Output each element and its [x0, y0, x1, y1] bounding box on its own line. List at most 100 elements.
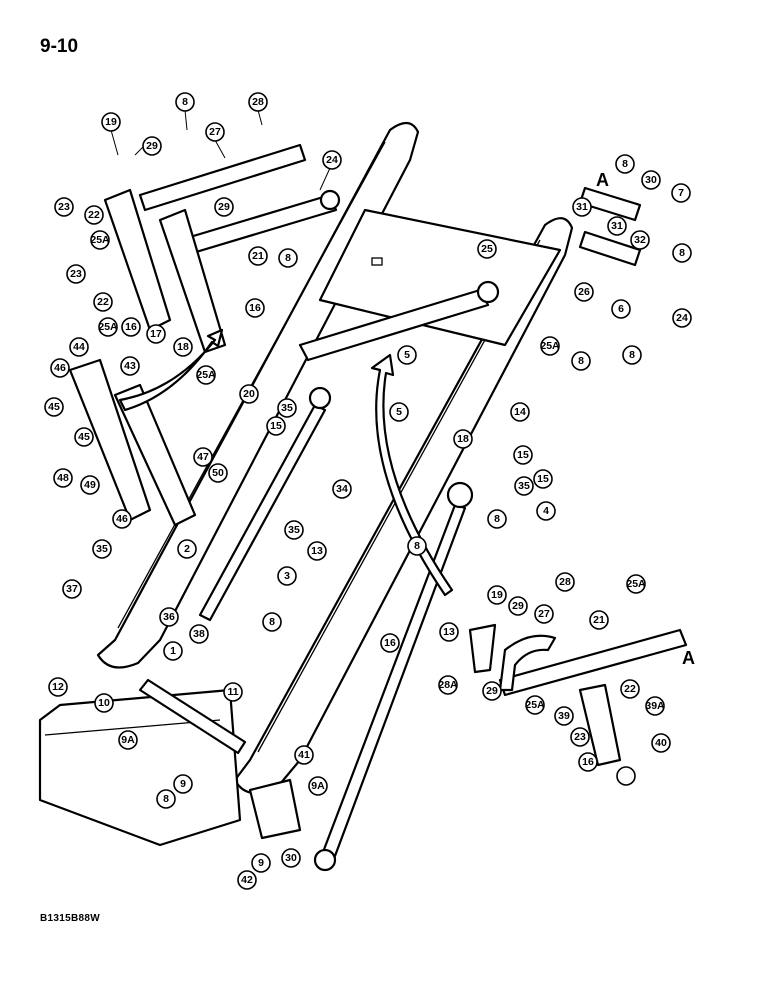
view-arrow-left [118, 328, 224, 412]
svg-text:32: 32 [634, 234, 646, 246]
svg-text:39A: 39A [645, 700, 665, 712]
callout-letter-a-upper: A [596, 170, 609, 190]
pin-10 [138, 678, 247, 755]
part-callout: 30 [281, 848, 301, 868]
part-callout: 35 [277, 398, 297, 418]
part-callout: 36 [159, 607, 179, 627]
part-callout: 18 [173, 337, 193, 357]
shield-28a [498, 634, 557, 692]
svg-text:24: 24 [326, 154, 338, 166]
part-callout: 25A [525, 695, 545, 715]
part-callout: 37 [62, 579, 82, 599]
part-callout: 17 [146, 324, 166, 344]
svg-text:8: 8 [578, 355, 584, 367]
part-callout: 29 [508, 596, 528, 616]
svg-text:43: 43 [124, 360, 136, 372]
part-callout: 8 [278, 248, 298, 268]
svg-text:21: 21 [593, 614, 605, 626]
svg-text:15: 15 [537, 473, 549, 485]
part-callout: 16 [121, 317, 141, 337]
svg-text:45: 45 [78, 431, 90, 443]
svg-text:25A: 25A [90, 234, 110, 246]
part-callout: 24 [672, 308, 692, 328]
part-callout: 8 [571, 351, 591, 371]
bucket-base [38, 688, 242, 847]
part-callout: 40 [651, 733, 671, 753]
part-callout: 12 [48, 677, 68, 697]
svg-text:15: 15 [517, 449, 529, 461]
part-callout: 46 [50, 358, 70, 378]
svg-text:26: 26 [578, 286, 590, 298]
svg-text:9: 9 [258, 857, 264, 869]
svg-text:29: 29 [146, 140, 158, 152]
svg-text:49: 49 [84, 479, 96, 491]
part-callout: 31 [607, 216, 627, 236]
part-callout: 21 [589, 610, 609, 630]
part-callout: 25A [196, 365, 216, 385]
svg-text:8: 8 [414, 540, 420, 552]
svg-text:23: 23 [58, 201, 70, 213]
part-callout: 16 [380, 633, 400, 653]
part-callout: 24 [319, 150, 342, 191]
part-callout: 3 [277, 566, 297, 586]
part-callout: 7 [671, 183, 691, 203]
svg-text:14: 14 [514, 406, 526, 418]
svg-text:36: 36 [163, 611, 175, 623]
part-callout: 11 [223, 682, 243, 702]
part-callout: 2 [177, 539, 197, 559]
part-callout: 25A [98, 317, 118, 337]
svg-text:8: 8 [679, 247, 685, 259]
part-callout: 23 [570, 727, 590, 747]
part-callout: 39 [554, 706, 574, 726]
svg-text:18: 18 [457, 433, 469, 445]
svg-text:2: 2 [184, 543, 190, 555]
svg-text:27: 27 [209, 126, 221, 138]
part-callout: 18 [453, 429, 473, 449]
svg-text:29: 29 [512, 600, 524, 612]
part-callout: 16 [578, 752, 598, 772]
svg-text:41: 41 [298, 749, 310, 761]
svg-text:35: 35 [518, 480, 530, 492]
svg-text:19: 19 [491, 589, 503, 601]
cylinder-13-left [198, 386, 332, 622]
svg-text:45: 45 [48, 401, 60, 413]
svg-text:50: 50 [212, 467, 224, 479]
svg-text:16: 16 [384, 637, 396, 649]
part-callout: 35 [284, 520, 304, 540]
svg-text:6: 6 [618, 303, 624, 315]
svg-text:25: 25 [481, 243, 493, 255]
svg-text:48: 48 [57, 472, 69, 484]
part-callout: 15 [266, 416, 286, 436]
part-callout: 29 [214, 197, 234, 217]
part-callout: 39A [645, 696, 665, 716]
part-callout: 42 [237, 870, 257, 890]
part-callout: 22 [620, 679, 640, 699]
svg-text:5: 5 [396, 406, 402, 418]
svg-text:7: 7 [678, 187, 684, 199]
part-callout: 16 [245, 298, 265, 318]
svg-text:34: 34 [336, 483, 348, 495]
pin-9a [248, 778, 302, 840]
svg-text:31: 31 [576, 201, 588, 213]
svg-text:9: 9 [180, 778, 186, 790]
svg-text:21: 21 [252, 250, 264, 262]
part-callout: 47 [193, 447, 213, 467]
svg-text:16: 16 [249, 302, 261, 314]
part-callout: 13 [439, 622, 459, 642]
svg-text:23: 23 [574, 731, 586, 743]
part-callout: 29 [134, 136, 162, 156]
svg-text:8: 8 [269, 616, 275, 628]
svg-text:3: 3 [284, 570, 290, 582]
svg-text:29: 29 [486, 685, 498, 697]
svg-text:28: 28 [252, 96, 264, 108]
part-callout [616, 766, 636, 786]
svg-text:40: 40 [655, 737, 667, 749]
part-callout: 25A [540, 336, 560, 356]
crossbeam [318, 208, 562, 347]
svg-text:30: 30 [645, 174, 657, 186]
svg-text:23: 23 [70, 268, 82, 280]
svg-text:29: 29 [218, 201, 230, 213]
bracket-16-upper [103, 188, 227, 354]
